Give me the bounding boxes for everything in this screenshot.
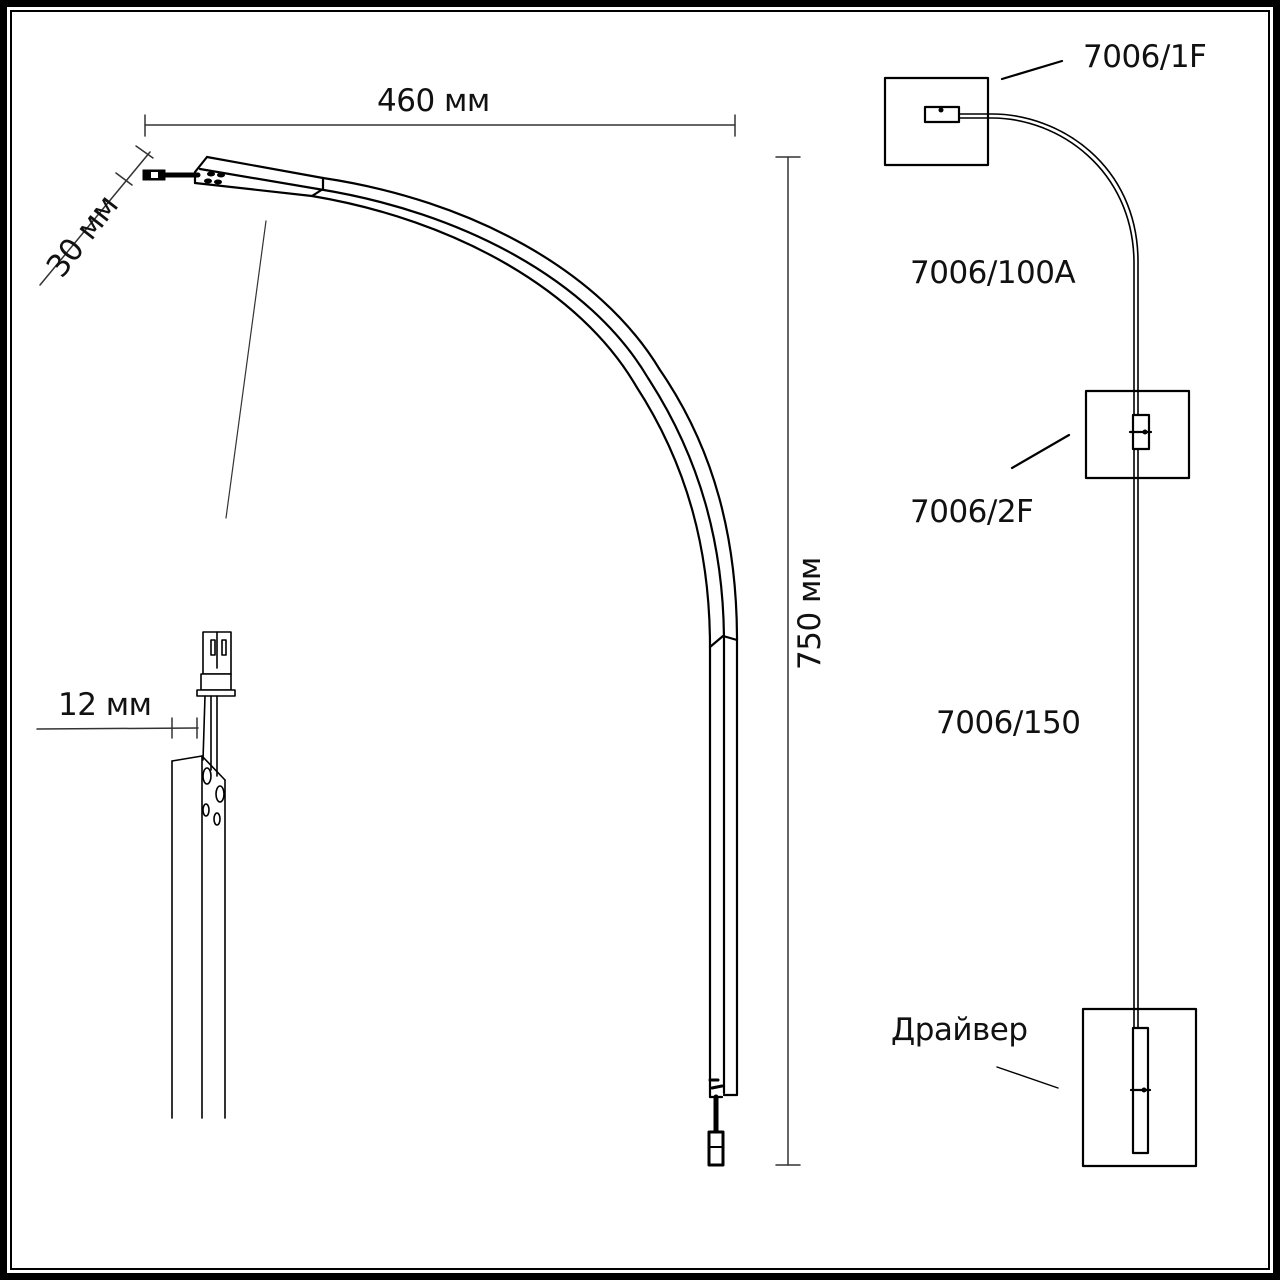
- profile-detail: [171, 631, 236, 1119]
- driver-label: Драйвер: [891, 1012, 1028, 1048]
- bottom-connector: [707, 1078, 725, 1167]
- inner-frame: [10, 10, 1270, 1270]
- height-dimension-label: 750 мм: [792, 557, 828, 670]
- arc-profile-label: 7006/100A: [910, 255, 1076, 291]
- width-dimension-label: 460 мм: [377, 83, 490, 119]
- end-cap-label: 7006/1F: [1083, 39, 1207, 75]
- head-connector: [142, 169, 201, 181]
- dimension-lines: [36, 114, 801, 1166]
- lamp-profile: [193, 155, 739, 1099]
- profile-width-dimension-label: 12 мм: [58, 687, 152, 723]
- head-holes: [204, 171, 225, 185]
- connector-label: 7006/2F: [910, 494, 1034, 530]
- installation-schema: [883, 59, 1198, 1168]
- straight-profile-label: 7006/150: [936, 705, 1081, 741]
